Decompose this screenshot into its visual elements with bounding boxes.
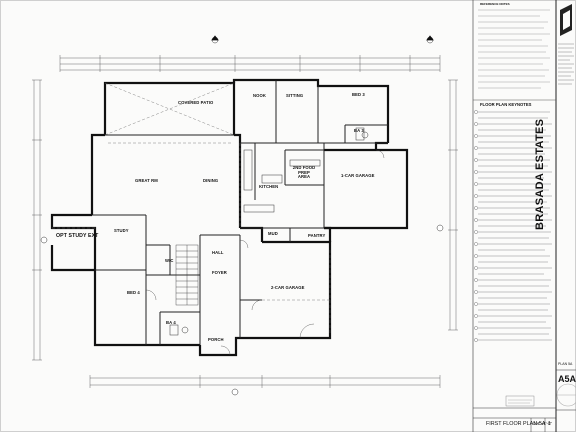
- room-label-bed3: BED 3: [352, 92, 365, 97]
- room-label-kitchen: KITCHEN: [259, 184, 279, 189]
- room-label-hall: HALL: [212, 250, 224, 255]
- room-label-study: STUDY: [114, 228, 129, 233]
- drawing-scale: 1/4"=1'-0": [533, 421, 552, 426]
- room-label-ba3: BA 3: [354, 128, 364, 133]
- room-label-dining: DINING: [203, 178, 219, 183]
- drawing-title: FIRST FLOOR PLAN-5A: [486, 421, 546, 427]
- sheet-number: A5A: [558, 374, 576, 384]
- room-label-opt-study-ext: OPT STUDY EXT: [56, 233, 99, 239]
- reference-notes-title: REFERENCE NOTES: [480, 2, 510, 6]
- room-label-prep-area: 2ND FOOD PREP AREA: [292, 165, 316, 180]
- room-label-great-rm: GREAT RM: [135, 178, 158, 183]
- room-label-pantry: PANTRY: [308, 233, 326, 238]
- room-label-foyer: FOYER: [212, 270, 227, 275]
- room-label-two-car-garage: 2-CAR GARAGE: [271, 285, 305, 290]
- room-label-mud: MUD: [268, 231, 278, 236]
- room-label-ba4: BA 4: [166, 320, 176, 325]
- project-name: BRASADA ESTATES: [534, 118, 546, 230]
- room-label-wic: WIC: [165, 258, 174, 263]
- keynotes-title: FLOOR PLAN KEYNOTES: [480, 102, 532, 107]
- room-label-covered-patio: COVERED PATIO: [178, 100, 214, 105]
- view-number: 1: [548, 421, 551, 427]
- room-label-one-car-garage: 1-CAR GARAGE: [341, 173, 375, 178]
- room-label-nook: NOOK: [253, 93, 266, 98]
- plan-label: PLAN 5A: [558, 362, 573, 366]
- room-label-porch: PORCH: [208, 337, 224, 342]
- room-label-bed4: BED 4: [127, 290, 140, 295]
- room-label-sitting: SITTING: [286, 93, 304, 98]
